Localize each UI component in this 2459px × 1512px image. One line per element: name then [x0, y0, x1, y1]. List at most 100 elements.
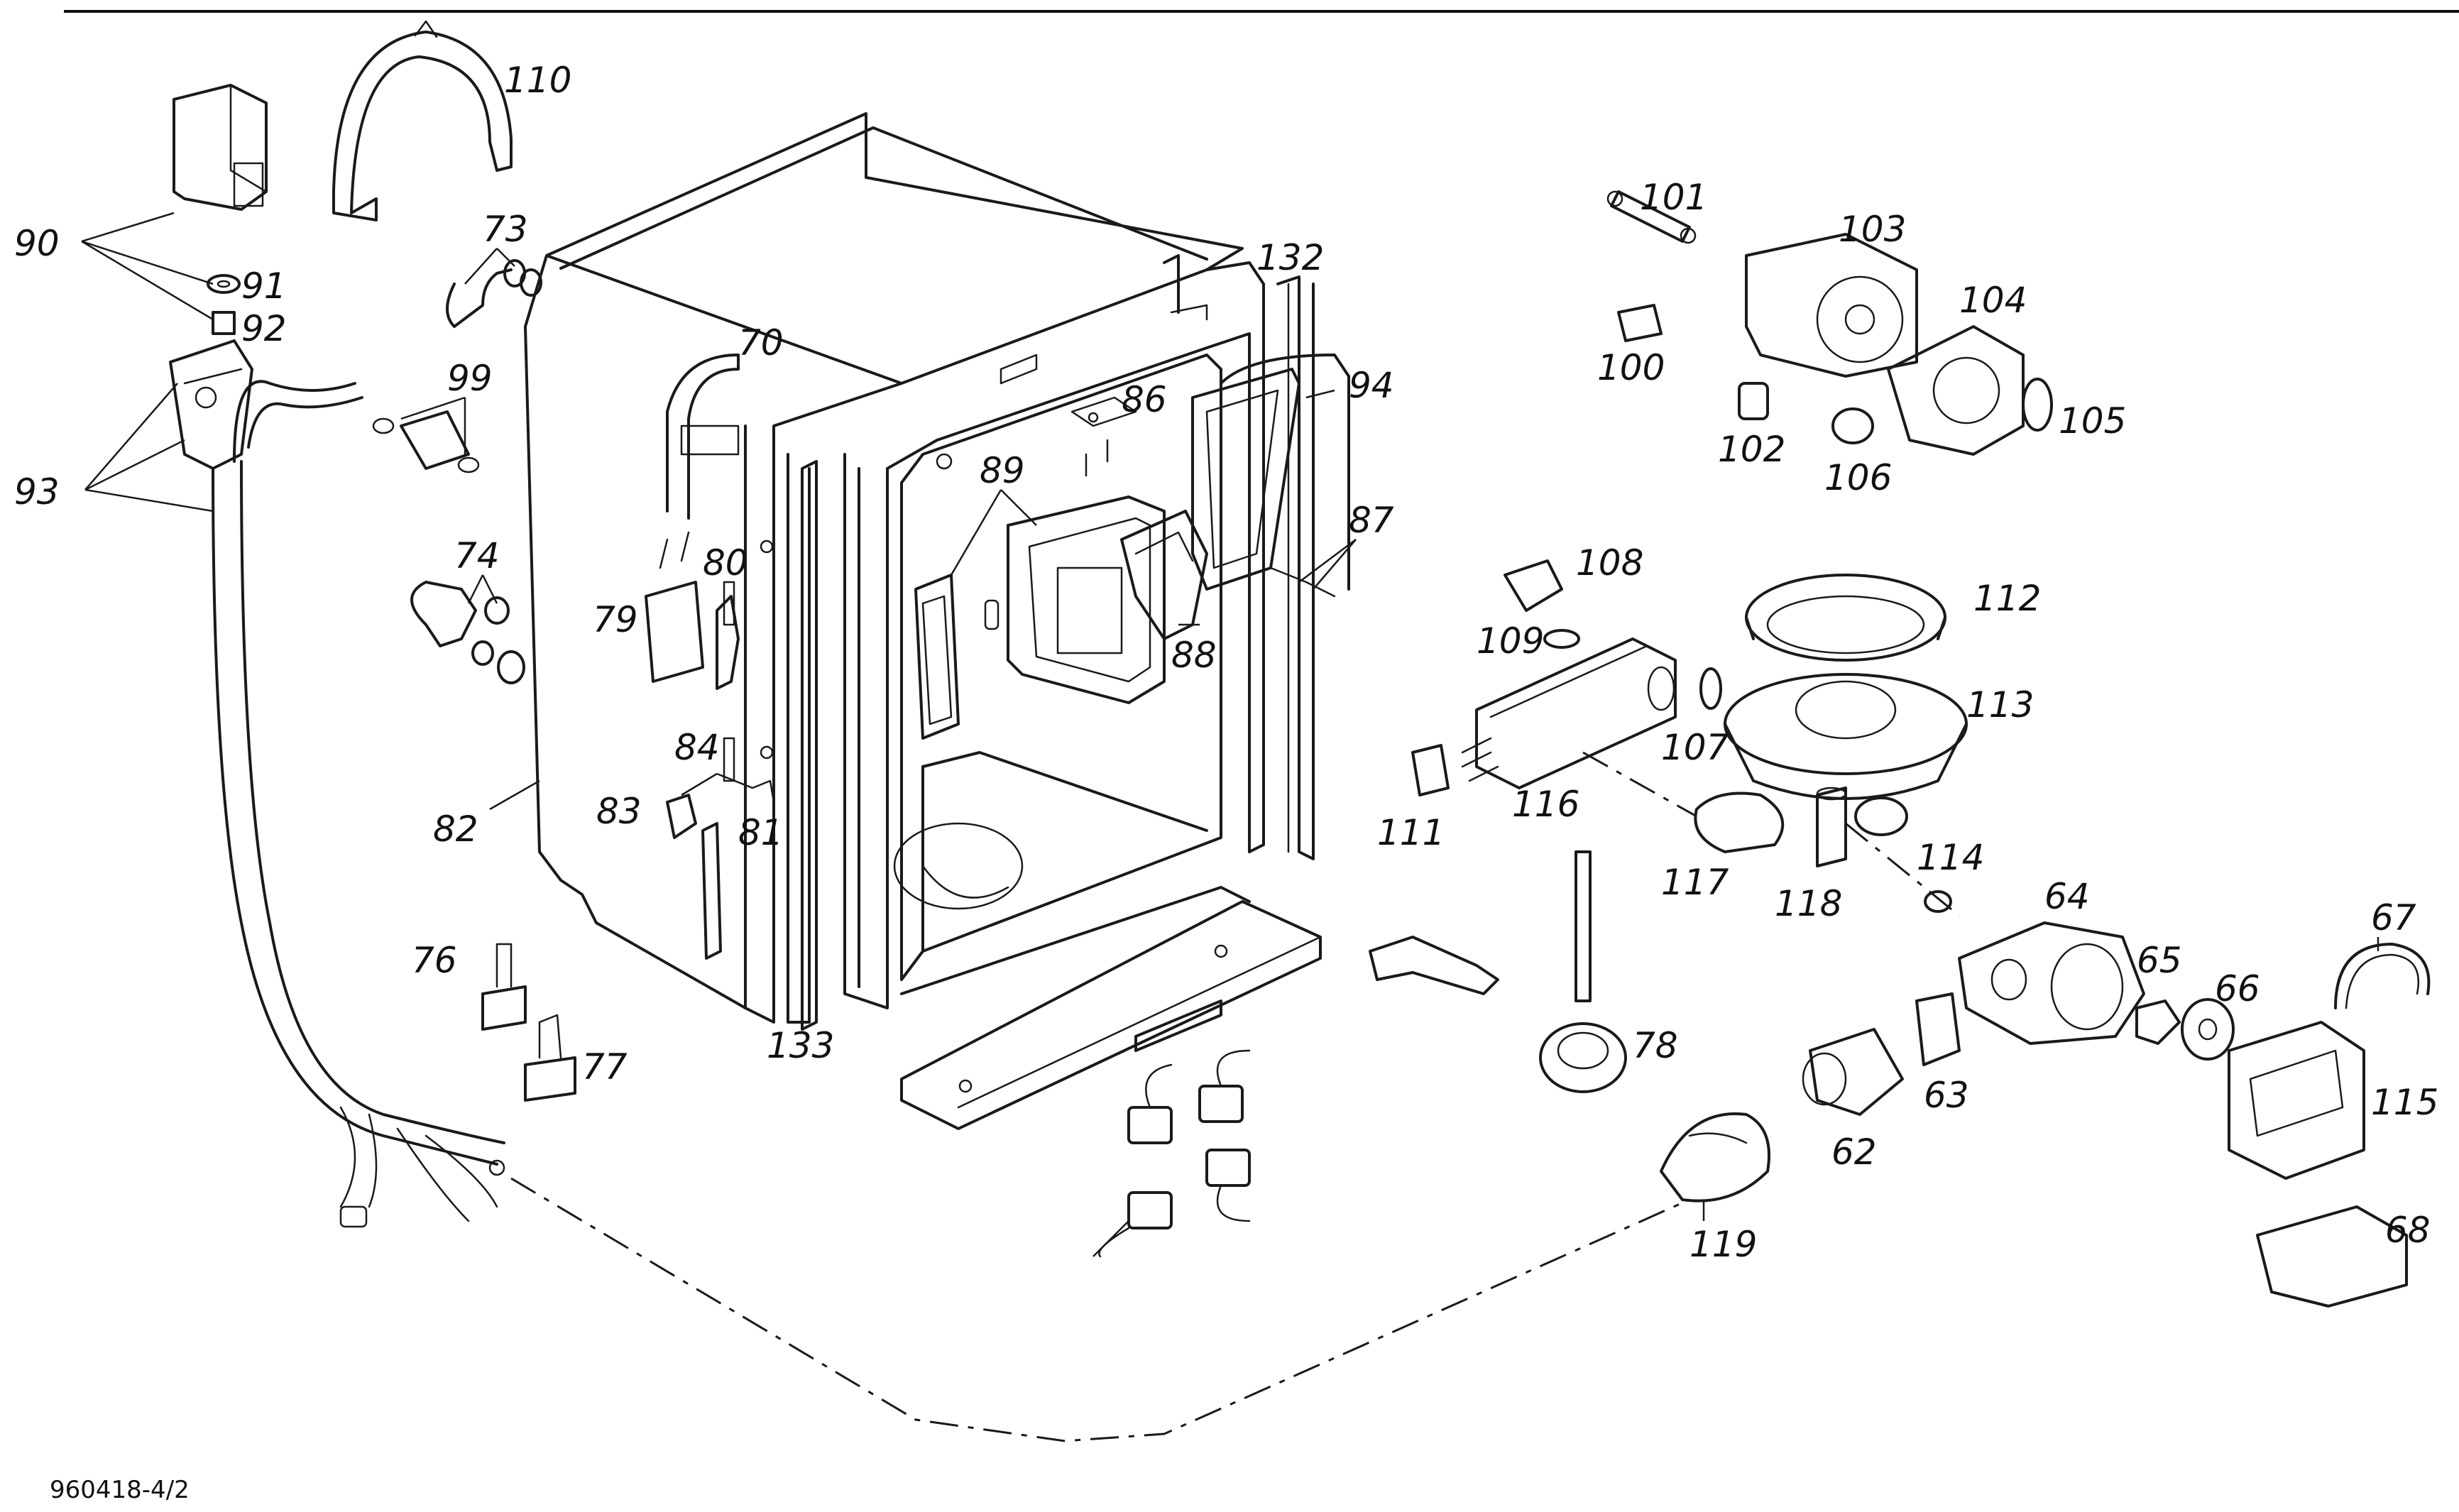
bracket [1369, 936, 1499, 995]
callout-132: 132 [1256, 237, 1324, 278]
hose-assembly [212, 380, 505, 1228]
callout-68: 68 [2385, 1210, 2431, 1251]
callout-79: 79 [593, 599, 638, 640]
motor-115 [2228, 1021, 2365, 1180]
callout-77: 77 [582, 1046, 628, 1088]
pin-101 [1606, 190, 1697, 244]
callout-107: 107 [1661, 727, 1729, 768]
base-plate [900, 900, 1322, 1130]
inlet-valve-93 [169, 339, 253, 470]
callout-86: 86 [1122, 379, 1167, 420]
hose-74 [410, 581, 525, 684]
callout-103: 103 [1839, 209, 1906, 250]
rod-81 [701, 822, 722, 960]
washer-109 [1543, 629, 1580, 649]
gasket-106 [1831, 407, 1874, 444]
bushing-102 [1738, 382, 1769, 420]
callout-83: 83 [596, 791, 642, 832]
float-switch-79 [645, 531, 704, 683]
callout-labels: 110 90 91 92 93 73 70 99 74 80 79 82 83 … [14, 60, 2438, 1265]
callout-74: 74 [454, 535, 500, 576]
callout-111: 111 [1377, 812, 1445, 853]
water-inlet-94 [1191, 354, 1350, 598]
screws-86 [1070, 396, 1137, 477]
callout-80: 80 [703, 542, 748, 584]
pipe-118 [1816, 787, 1847, 867]
sensor-80 [716, 595, 740, 690]
callout-118: 118 [1775, 883, 1842, 924]
seal-105 [2022, 378, 2053, 432]
callout-81: 81 [738, 812, 784, 853]
callout-112: 112 [1973, 578, 2041, 619]
callout-66: 66 [2215, 968, 2260, 1009]
callout-108: 108 [1576, 542, 1643, 584]
tube-70 [666, 354, 740, 520]
pump-head-104 [1887, 325, 2025, 456]
callout-133: 133 [767, 1025, 834, 1066]
callout-89: 89 [980, 450, 1025, 491]
hose-119 [1660, 1112, 1770, 1203]
callout-110: 110 [504, 60, 571, 101]
callout-94: 94 [1349, 365, 1394, 406]
ring-67 [2334, 943, 2431, 1009]
hose-connector-99 [372, 410, 480, 473]
callout-102: 102 [1718, 429, 1785, 470]
callout-84: 84 [674, 727, 720, 768]
callout-113: 113 [1966, 684, 2034, 725]
callout-92: 92 [241, 308, 287, 349]
nut-92 [212, 311, 236, 335]
gasket-63 [1915, 992, 1961, 1066]
callout-78: 78 [1633, 1025, 1678, 1066]
callout-105: 105 [2059, 400, 2126, 442]
impeller-65 [2135, 999, 2181, 1045]
callout-104: 104 [1959, 280, 2027, 321]
callout-88: 88 [1171, 635, 1217, 676]
latch-83 [666, 794, 697, 839]
callout-87: 87 [1349, 500, 1394, 541]
callout-63: 63 [1924, 1075, 1969, 1116]
switch-76 [481, 943, 527, 1031]
callout-115: 115 [2371, 1082, 2438, 1123]
sump-113 [1724, 673, 1968, 800]
hose-117 [1694, 791, 1785, 853]
clamp-110 [332, 20, 513, 221]
pump-housing-64 [1958, 921, 2145, 1045]
callout-76: 76 [412, 940, 457, 981]
callout-109: 109 [1477, 620, 1544, 662]
seal-114 [1854, 796, 1952, 913]
callout-100: 100 [1597, 347, 1665, 388]
callout-67: 67 [2371, 897, 2416, 938]
door-seal-132 [1276, 275, 1315, 860]
cover-68 [2256, 1205, 2408, 1308]
heater-116 [1461, 637, 1677, 789]
disc-66 [2181, 998, 2235, 1061]
sump-path-line [1845, 822, 1960, 917]
filter-112 [1745, 574, 1946, 662]
callout-117: 117 [1661, 862, 1729, 903]
latch-84 [751, 779, 775, 804]
coupling-62 [1802, 1028, 1904, 1116]
callout-116: 116 [1512, 784, 1579, 825]
callout-106: 106 [1824, 457, 1892, 498]
callout-70: 70 [738, 322, 784, 363]
clip-100 [1617, 304, 1663, 342]
callout-93: 93 [14, 471, 60, 513]
cap-108 [1504, 559, 1563, 612]
callout-91: 91 [241, 265, 287, 307]
switch-77 [524, 1014, 576, 1102]
callout-73: 73 [483, 209, 528, 250]
callout-101: 101 [1640, 177, 1707, 218]
callout-65: 65 [2137, 940, 2182, 981]
callout-62: 62 [1831, 1132, 1877, 1173]
motor-103 [1745, 233, 1918, 378]
callout-64: 64 [2044, 876, 2090, 917]
callout-99: 99 [447, 358, 493, 399]
heater-path-line [1582, 751, 1697, 818]
connector-harness [1098, 1049, 1251, 1258]
washer-91 [207, 274, 241, 294]
drain-path-line [510, 1177, 1690, 1442]
callout-82: 82 [433, 809, 478, 850]
gasket-107 [1699, 667, 1722, 710]
tub-cabinet [524, 112, 1265, 1024]
